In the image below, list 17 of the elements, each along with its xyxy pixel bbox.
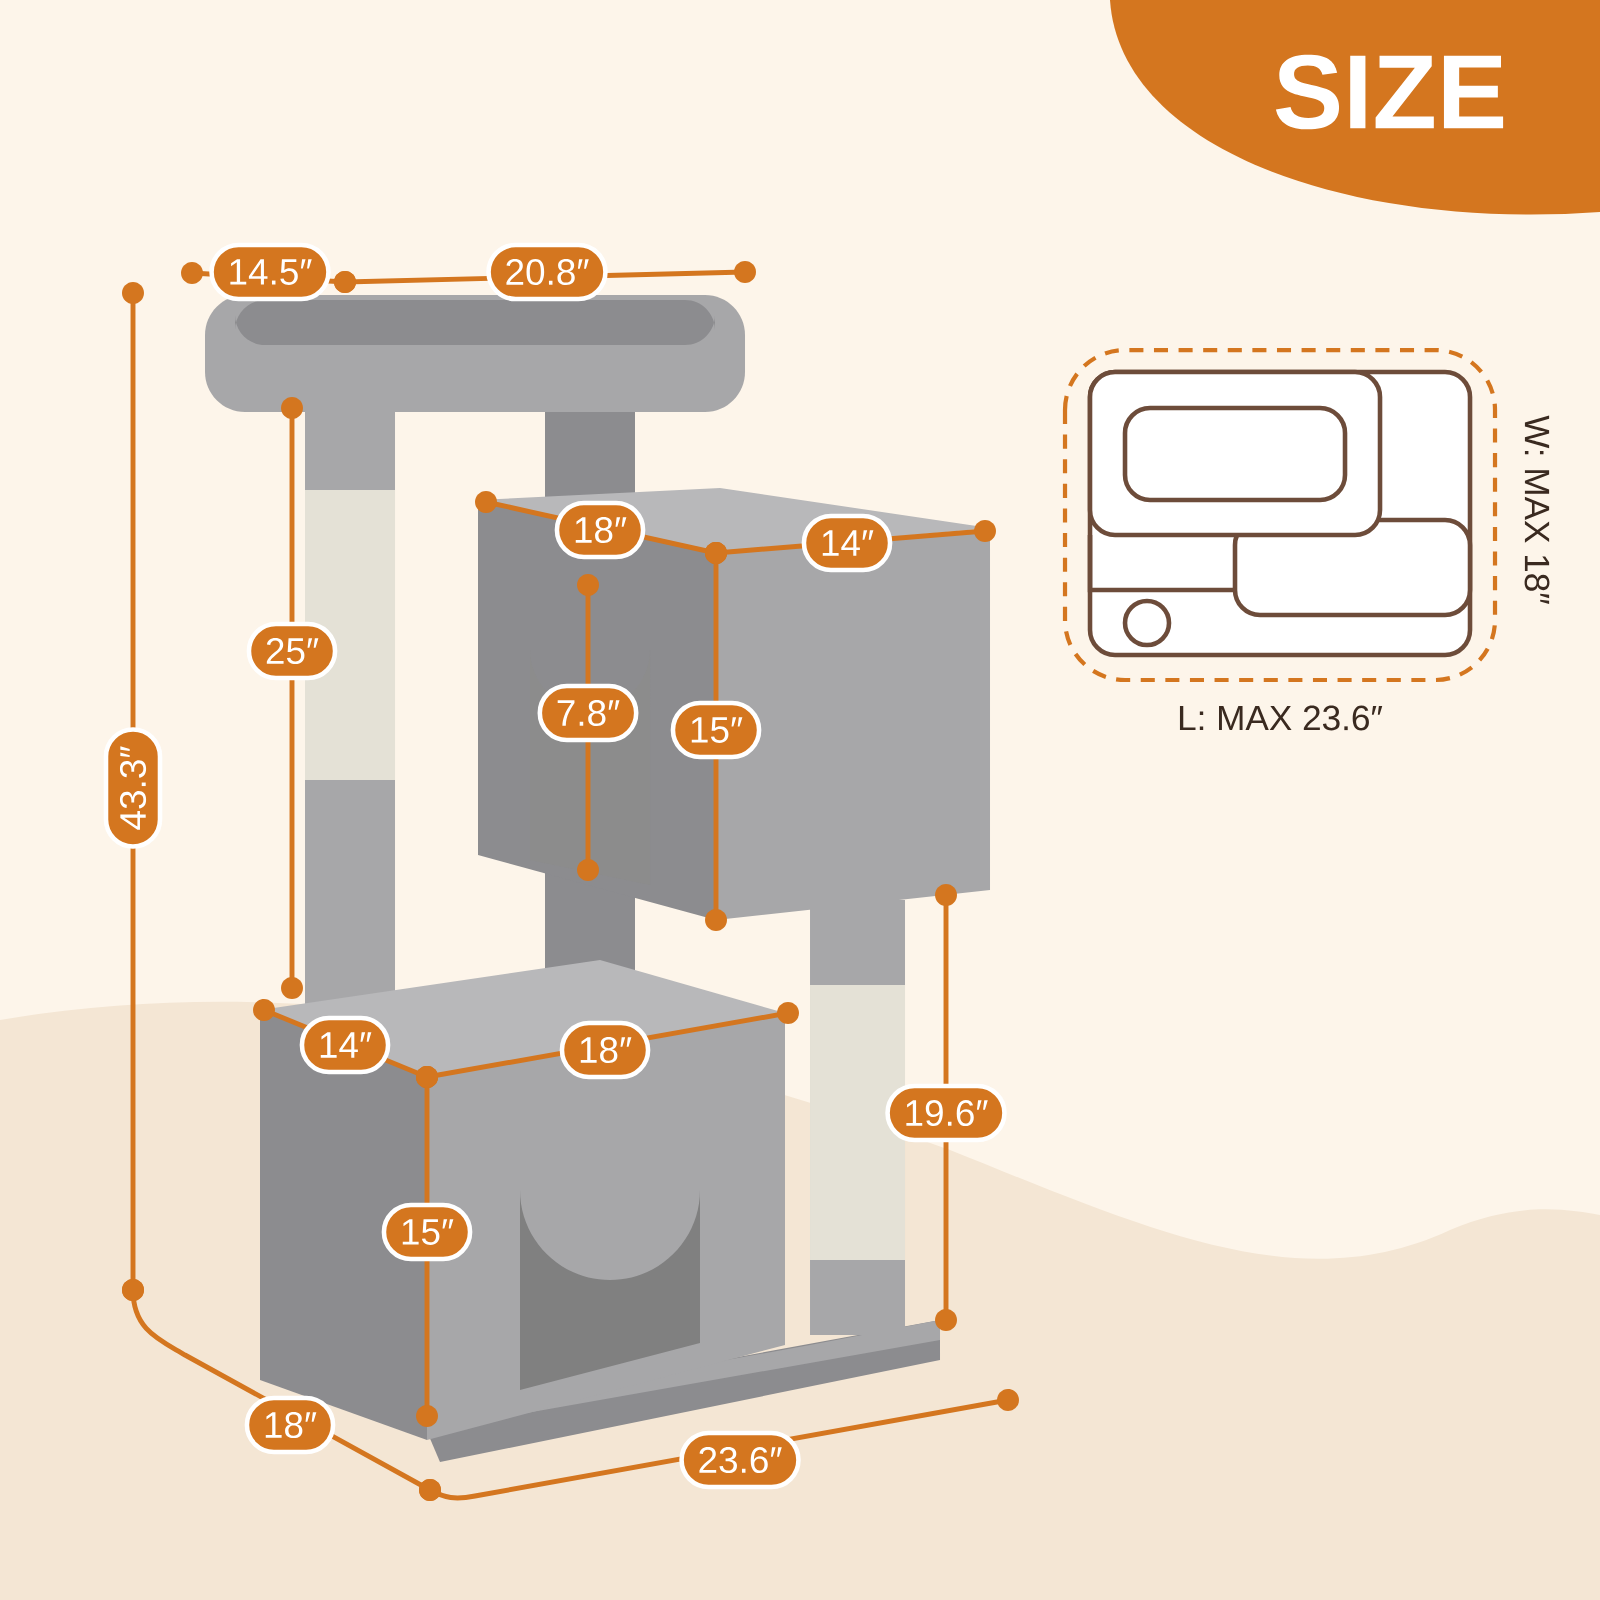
dimension-label: 18″ (559, 1020, 651, 1080)
dimension-label: 18″ (554, 500, 646, 560)
dimension-label: 14″ (299, 1015, 391, 1075)
dimension-label: 43.3″ (103, 727, 163, 849)
dimension-label: 15″ (381, 1202, 473, 1262)
dimension-label: L: MAX 23.6″ (1179, 705, 1383, 731)
title: SIZE (1275, 54, 1504, 130)
dimension-label: 7.8″ (537, 683, 639, 743)
dimension-label: 14″ (801, 513, 893, 573)
dimension-label: 15″ (670, 700, 762, 760)
dimension-label: 20.8″ (486, 242, 608, 302)
dimension-label: W: MAX 18″ (1524, 415, 1550, 605)
dimension-label: 18″ (244, 1395, 336, 1455)
dimension-label: 25″ (246, 621, 338, 681)
dimension-label: 14.5″ (209, 242, 331, 302)
dimension-label: 19.6″ (885, 1083, 1007, 1143)
dimension-label: 23.6″ (679, 1430, 801, 1490)
